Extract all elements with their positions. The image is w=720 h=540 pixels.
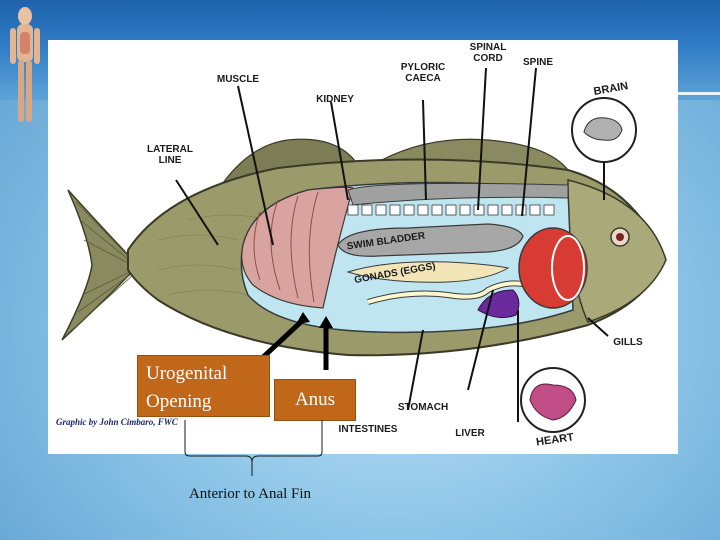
fish-anatomy-figure: MUSCLE KIDNEY PYLORIC CAECA SPINAL CORD … [48,40,678,454]
label-liver: LIVER [455,428,485,439]
graphic-credit: Graphic by John Cimbaro, FWC [56,417,178,427]
label-spinal-cord: SPINAL CORD [469,42,507,64]
label-spine: SPINE [522,57,553,68]
tail-fin [61,189,140,341]
label-muscle: MUSCLE [216,74,260,85]
human-anatomy-logo [10,7,40,122]
label-lateral-line: LATERAL LINE [147,144,193,166]
muscle-block [241,186,354,309]
label-pyloric-caeca: PYLORIC CAECA [400,62,446,84]
intestines [367,281,529,304]
leader-lines [175,67,609,422]
swim-bladder [337,223,524,257]
label-intestines: INTESTINES [338,424,398,435]
label-kidney: KIDNEY [316,94,354,105]
kidney-band [347,182,569,206]
anus-callout: Anus [274,379,356,421]
label-gills: GILLS [613,337,643,348]
urogenital-arrow [258,318,305,362]
fish-illustration [61,67,667,433]
label-stomach: STOMACH [397,402,449,413]
gonads [346,261,510,283]
urogenital-opening-callout: Urogenital Opening [137,355,270,417]
anterior-to-anal-fin-note: Anterior to Anal Fin [188,486,312,502]
